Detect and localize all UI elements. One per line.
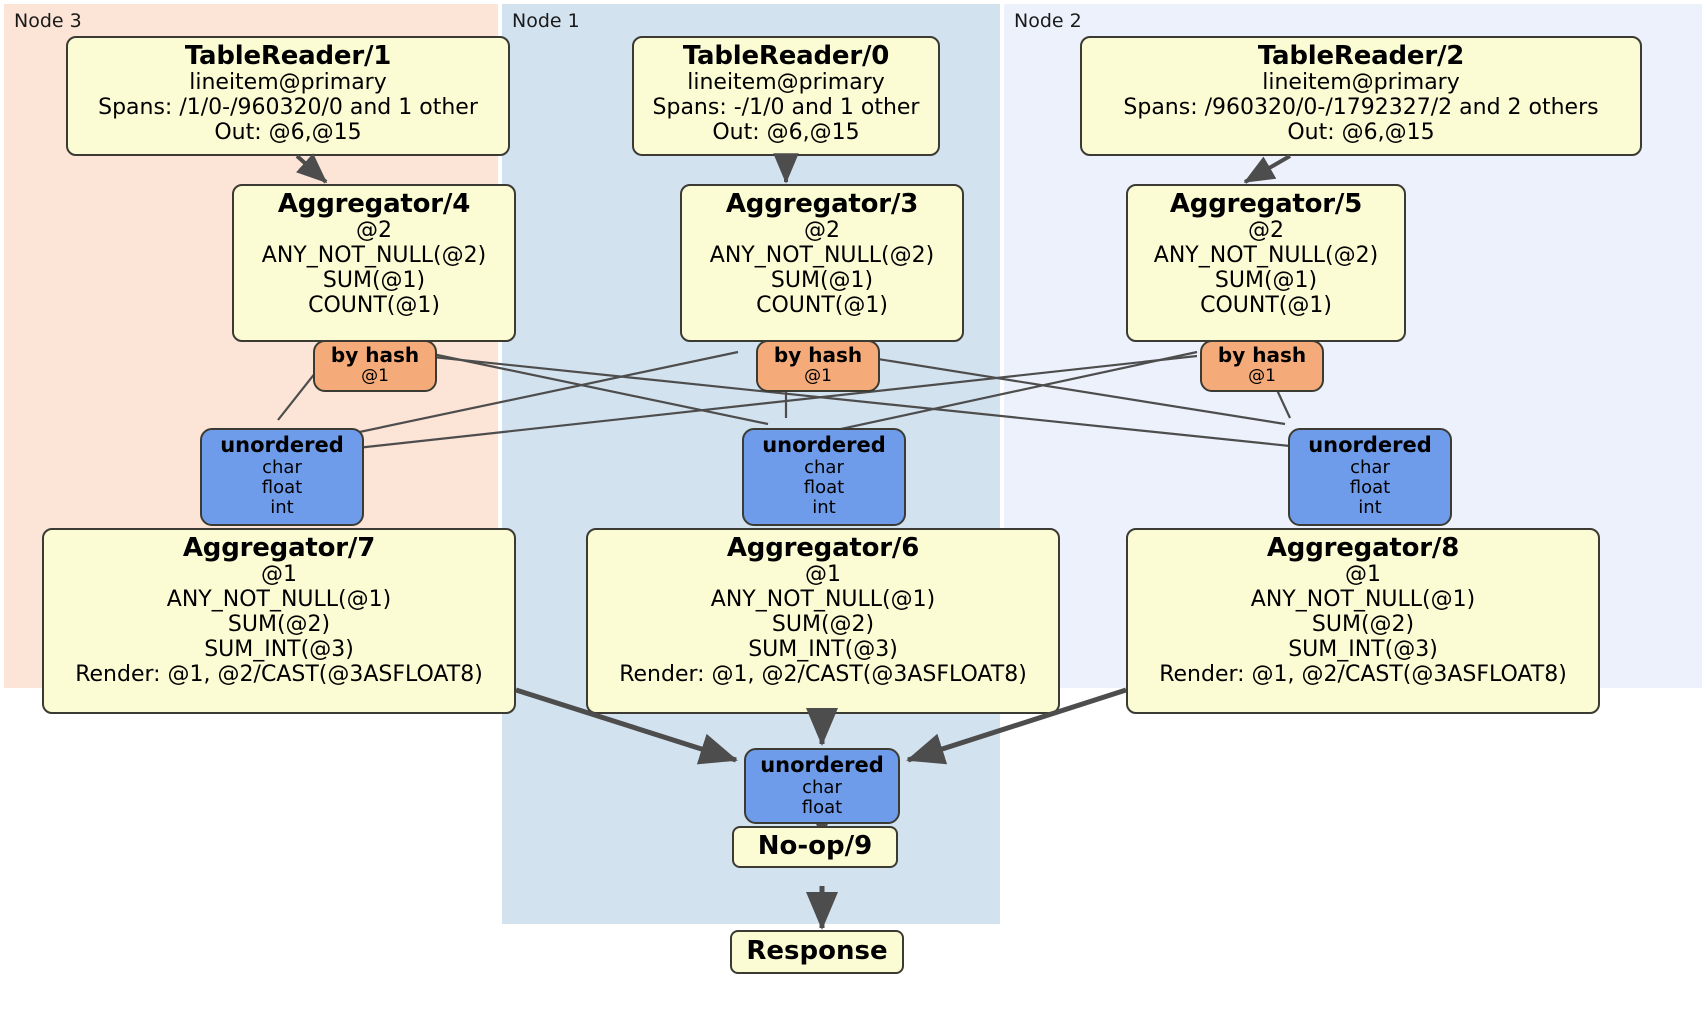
final-receiver-type-1: char [802, 776, 842, 798]
router-node-2-column: @1 [1248, 365, 1276, 386]
router-node-2-title: by hash [1217, 343, 1307, 367]
receiver-node-2-type-1: char [1350, 456, 1390, 478]
receiver-node-3-type-3: int [270, 497, 294, 519]
aggregator-3-agg-1: ANY_NOT_NULL(@2) [709, 243, 935, 269]
aggregator-5-title: Aggregator/5 [1169, 189, 1363, 219]
processor-aggregator-7[interactable]: Aggregator/7 @1 ANY_NOT_NULL(@1) SUM(@2)… [42, 528, 516, 714]
receiver-node-1-type-2: float [803, 477, 845, 499]
aggregator-6-agg-3: SUM_INT(@3) [748, 636, 898, 662]
tablereader-0-out: Out: @6,@15 [712, 120, 860, 146]
aggregator-3-title: Aggregator/3 [725, 189, 919, 219]
router-by-hash-node-1[interactable]: by hash @1 [756, 340, 880, 392]
receiver-node-2-title: unordered [1308, 433, 1432, 457]
tablereader-1-out: Out: @6,@15 [214, 120, 362, 146]
aggregator-7-agg-1: ANY_NOT_NULL(@1) [166, 587, 392, 613]
processor-tablereader-0[interactable]: TableReader/0 lineitem@primary Spans: -/… [632, 36, 940, 156]
aggregator-4-agg-1: ANY_NOT_NULL(@2) [261, 243, 487, 269]
tablereader-2-table: lineitem@primary [1262, 70, 1460, 96]
receiver-node-3-title: unordered [220, 433, 344, 457]
response-node[interactable]: Response [730, 930, 904, 974]
aggregator-6-title: Aggregator/6 [726, 533, 920, 563]
receiver-node-3-type-1: char [262, 456, 302, 478]
receiver-node-3-type-2: float [261, 477, 303, 499]
router-by-hash-node-3[interactable]: by hash @1 [313, 340, 437, 392]
aggregator-5-agg-3: COUNT(@1) [1200, 292, 1332, 318]
panel-label-node-1: Node 1 [512, 10, 580, 32]
processor-tablereader-2[interactable]: TableReader/2 lineitem@primary Spans: /9… [1080, 36, 1642, 156]
router-node-1-title: by hash [773, 343, 863, 367]
tablereader-1-title: TableReader/1 [184, 41, 392, 71]
aggregator-4-title: Aggregator/4 [277, 189, 471, 219]
receiver-node-1-type-1: char [804, 456, 844, 478]
receiver-node-2-type-2: float [1349, 477, 1391, 499]
aggregator-4-group: @2 [356, 218, 392, 244]
aggregator-8-agg-1: ANY_NOT_NULL(@1) [1250, 587, 1476, 613]
receiver-node-1-title: unordered [762, 433, 886, 457]
tablereader-2-out: Out: @6,@15 [1287, 120, 1435, 146]
aggregator-3-agg-2: SUM(@1) [770, 268, 874, 294]
receiver-node-2-type-3: int [1358, 497, 1382, 519]
processor-tablereader-1[interactable]: TableReader/1 lineitem@primary Spans: /1… [66, 36, 510, 156]
receiver-unordered-node-3[interactable]: unordered char float int [200, 428, 364, 526]
receiver-unordered-final[interactable]: unordered char float [744, 748, 900, 824]
aggregator-6-group: @1 [805, 562, 841, 588]
processor-no-op-9[interactable]: No-op/9 [732, 826, 898, 868]
panel-label-node-3: Node 3 [14, 10, 82, 32]
aggregator-8-render: Render: @1, @2/CAST(@3ASFLOAT8) [1159, 661, 1567, 687]
processor-aggregator-6[interactable]: Aggregator/6 @1 ANY_NOT_NULL(@1) SUM(@2)… [586, 528, 1060, 714]
aggregator-6-agg-2: SUM(@2) [771, 612, 875, 638]
aggregator-5-agg-2: SUM(@1) [1214, 268, 1318, 294]
router-node-3-column: @1 [361, 365, 389, 386]
aggregator-7-render: Render: @1, @2/CAST(@3ASFLOAT8) [75, 661, 483, 687]
tablereader-2-spans: Spans: /960320/0-/1792327/2 and 2 others [1123, 95, 1599, 121]
final-receiver-title: unordered [760, 753, 884, 777]
router-node-3-title: by hash [330, 343, 420, 367]
tablereader-2-title: TableReader/2 [1257, 41, 1465, 71]
aggregator-7-agg-3: SUM_INT(@3) [204, 636, 354, 662]
processor-aggregator-3[interactable]: Aggregator/3 @2 ANY_NOT_NULL(@2) SUM(@1)… [680, 184, 964, 342]
final-receiver-type-2: float [801, 797, 843, 819]
processor-aggregator-4[interactable]: Aggregator/4 @2 ANY_NOT_NULL(@2) SUM(@1)… [232, 184, 516, 342]
aggregator-8-agg-2: SUM(@2) [1311, 612, 1415, 638]
tablereader-0-table: lineitem@primary [687, 70, 885, 96]
aggregator-8-agg-3: SUM_INT(@3) [1288, 636, 1438, 662]
aggregator-6-render: Render: @1, @2/CAST(@3ASFLOAT8) [619, 661, 1027, 687]
response-title: Response [746, 936, 888, 967]
aggregator-8-title: Aggregator/8 [1266, 533, 1460, 563]
aggregator-4-agg-2: SUM(@1) [322, 268, 426, 294]
aggregator-5-agg-1: ANY_NOT_NULL(@2) [1153, 243, 1379, 269]
aggregator-3-group: @2 [804, 218, 840, 244]
aggregator-6-agg-1: ANY_NOT_NULL(@1) [710, 587, 936, 613]
aggregator-5-group: @2 [1248, 218, 1284, 244]
receiver-unordered-node-1[interactable]: unordered char float int [742, 428, 906, 526]
tablereader-0-spans: Spans: -/1/0 and 1 other [652, 95, 920, 121]
router-by-hash-node-2[interactable]: by hash @1 [1200, 340, 1324, 392]
receiver-unordered-node-2[interactable]: unordered char float int [1288, 428, 1452, 526]
processor-aggregator-8[interactable]: Aggregator/8 @1 ANY_NOT_NULL(@1) SUM(@2)… [1126, 528, 1600, 714]
router-node-1-column: @1 [804, 365, 832, 386]
aggregator-7-group: @1 [261, 562, 297, 588]
tablereader-1-table: lineitem@primary [189, 70, 387, 96]
aggregator-8-group: @1 [1345, 562, 1381, 588]
receiver-node-1-type-3: int [812, 497, 836, 519]
no-op-9-title: No-op/9 [757, 831, 873, 862]
aggregator-7-agg-2: SUM(@2) [227, 612, 331, 638]
aggregator-3-agg-3: COUNT(@1) [756, 292, 888, 318]
tablereader-0-title: TableReader/0 [682, 41, 890, 71]
processor-aggregator-5[interactable]: Aggregator/5 @2 ANY_NOT_NULL(@2) SUM(@1)… [1126, 184, 1406, 342]
panel-label-node-2: Node 2 [1014, 10, 1082, 32]
aggregator-7-title: Aggregator/7 [182, 533, 376, 563]
aggregator-4-agg-3: COUNT(@1) [308, 292, 440, 318]
tablereader-1-spans: Spans: /1/0-/960320/0 and 1 other [98, 95, 478, 121]
